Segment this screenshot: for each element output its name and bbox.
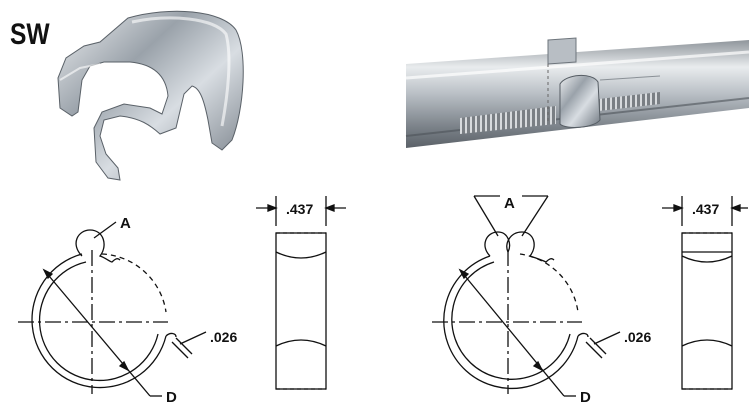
left-side-view [256,196,346,390]
right-label-d: D [580,389,591,406]
left-label-d: D [166,389,177,406]
clamp-photo [57,10,244,181]
right-label-a: A [504,195,515,212]
right-thickness-value: .026 [624,329,651,345]
left-circle-view [18,221,207,397]
right-circle-view [432,195,621,397]
left-width-value: .437 [286,201,313,217]
right-side-view [662,196,748,390]
pipe-photo [405,37,749,148]
left-label-a: A [120,215,131,232]
left-thickness-value: .026 [210,329,237,345]
right-width-value: .437 [692,201,719,217]
product-title: SW [10,18,50,51]
